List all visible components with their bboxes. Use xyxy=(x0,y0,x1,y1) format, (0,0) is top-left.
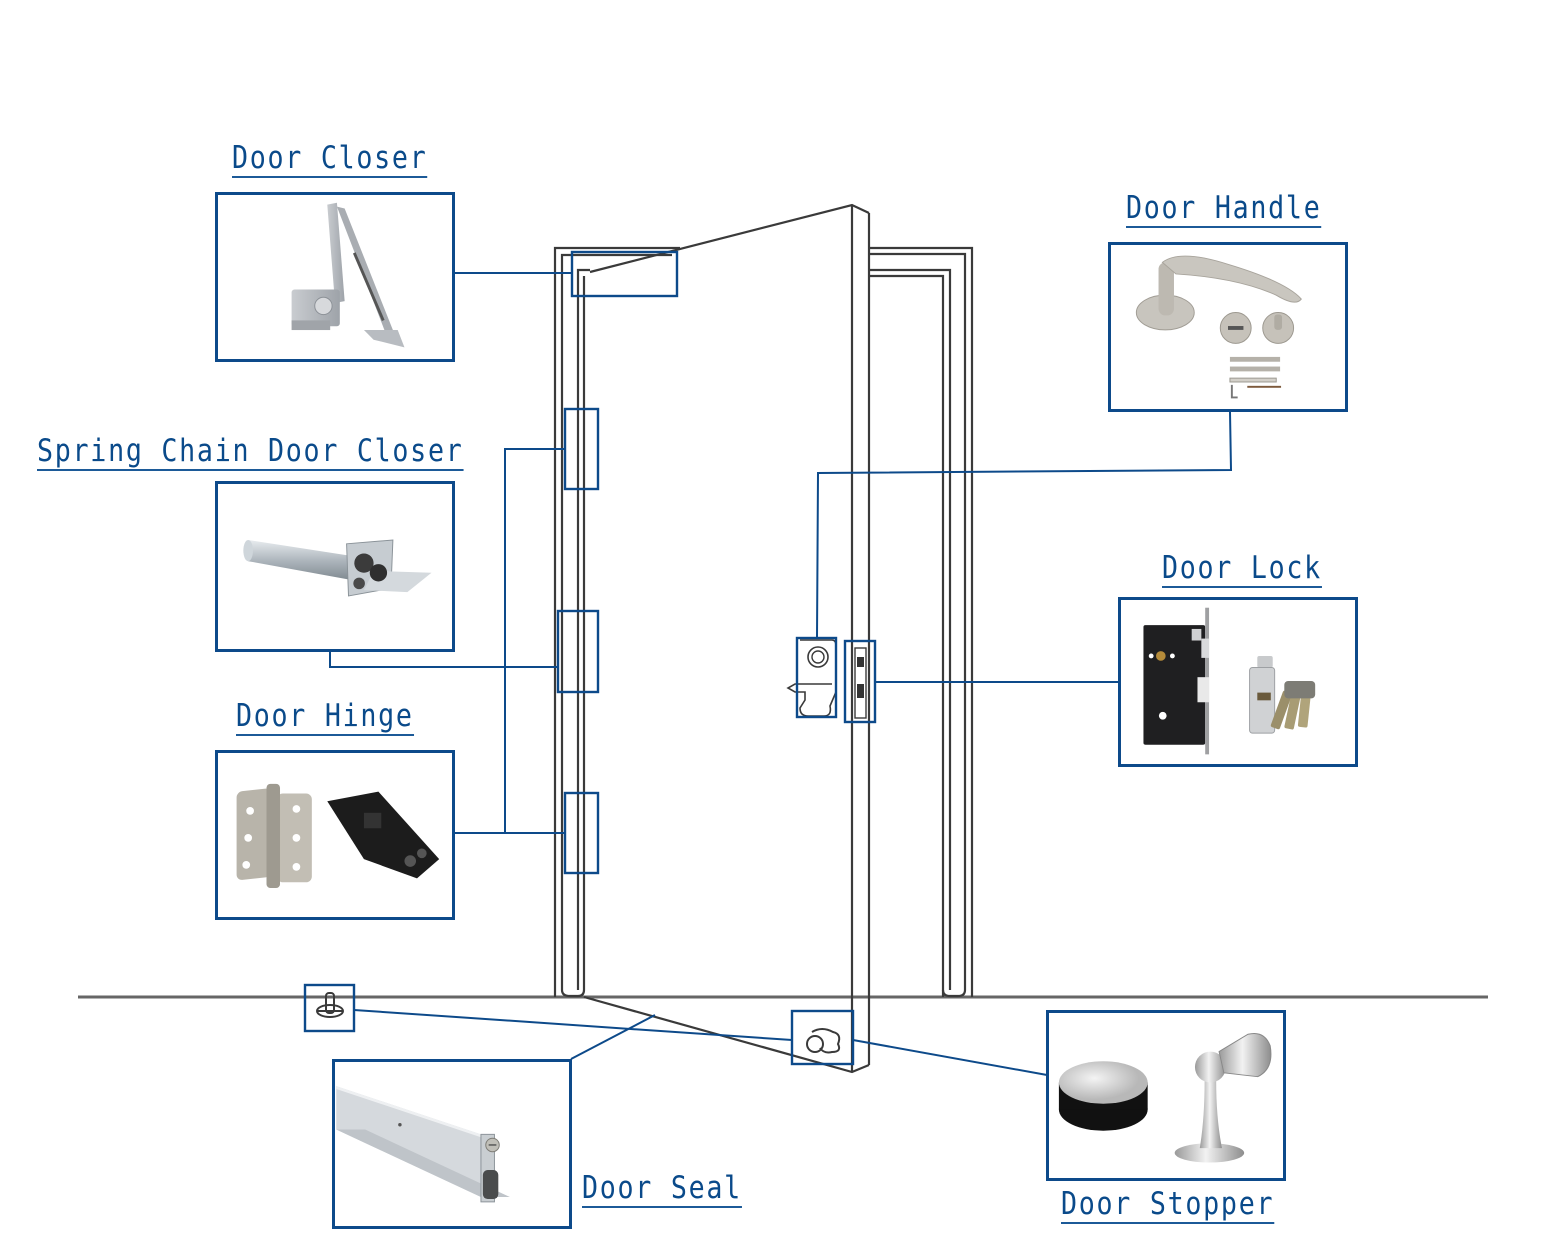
marker-hinge-middle[interactable] xyxy=(556,609,600,694)
door-leaf-top xyxy=(589,203,870,274)
label-spring-chain-door-closer: Spring Chain Door Closer xyxy=(37,433,464,471)
connector-spring-chain xyxy=(329,652,558,668)
frame-left-inner xyxy=(560,253,672,990)
connector-door-seal xyxy=(570,1014,656,1060)
product-box-door-lock[interactable] xyxy=(1118,597,1358,767)
product-box-door-stopper[interactable] xyxy=(1046,1010,1286,1181)
frame-right-bottom xyxy=(941,989,967,998)
marker-floor-stopper[interactable] xyxy=(303,983,356,1033)
door-handle-icon xyxy=(1135,255,1302,399)
frame-right-outer xyxy=(869,246,974,997)
frame-left-bottom xyxy=(560,989,586,998)
label-door-seal: Door Seal xyxy=(582,1170,742,1208)
connector-stopper-floor xyxy=(353,1009,793,1041)
label-door-closer: Door Closer xyxy=(232,140,428,178)
marker-door-handle[interactable] xyxy=(795,636,838,719)
marker-door-lock[interactable] xyxy=(843,639,877,724)
connector-door-handle xyxy=(816,411,1233,639)
callout-markers xyxy=(303,250,877,1066)
marker-hinge-lower[interactable] xyxy=(563,791,600,875)
frame-right-inner xyxy=(869,252,967,990)
marker-door-closer[interactable] xyxy=(570,250,679,298)
door-leaf-bottom xyxy=(583,995,870,1074)
frame-right-rebate-inner xyxy=(869,274,945,997)
product-box-spring-chain-door-closer[interactable] xyxy=(215,481,455,652)
product-box-door-seal[interactable] xyxy=(332,1059,572,1229)
handle-drawing xyxy=(786,639,837,717)
product-box-door-hinge[interactable] xyxy=(215,750,455,920)
product-box-door-handle[interactable] xyxy=(1108,242,1348,412)
connector-lines xyxy=(329,272,1233,1076)
handle-rose-drawing xyxy=(807,646,829,668)
label-door-hinge: Door Hinge xyxy=(236,698,414,736)
label-door-lock: Door Lock xyxy=(1162,550,1322,588)
product-box-door-closer[interactable] xyxy=(215,192,455,362)
connector-spring-chain-upper xyxy=(504,448,565,833)
door-hinge-icon xyxy=(236,783,440,889)
label-door-stopper: Door Stopper xyxy=(1061,1186,1275,1224)
mortise-lock-icon xyxy=(1143,607,1316,755)
label-door-handle: Door Handle xyxy=(1126,190,1322,228)
frame-right-rebate xyxy=(869,268,952,990)
frame-left-outer xyxy=(553,246,680,997)
frame-left-rebate xyxy=(576,268,590,990)
marker-wall-stopper[interactable] xyxy=(790,1009,855,1066)
door-closer-icon xyxy=(291,202,405,348)
wall-stopper-drawing xyxy=(806,1028,841,1054)
marker-spring-chain-closer[interactable] xyxy=(563,407,600,491)
door-seal-icon xyxy=(336,1086,510,1203)
strike-plate-drawing xyxy=(854,647,867,719)
connector-door-stopper xyxy=(852,1039,1048,1076)
door-stopper-icon xyxy=(1058,1033,1272,1163)
door-frame-drawing xyxy=(78,203,1488,1074)
floor-stopper-drawing xyxy=(316,992,344,1018)
spring-chain-closer-icon xyxy=(243,539,432,597)
